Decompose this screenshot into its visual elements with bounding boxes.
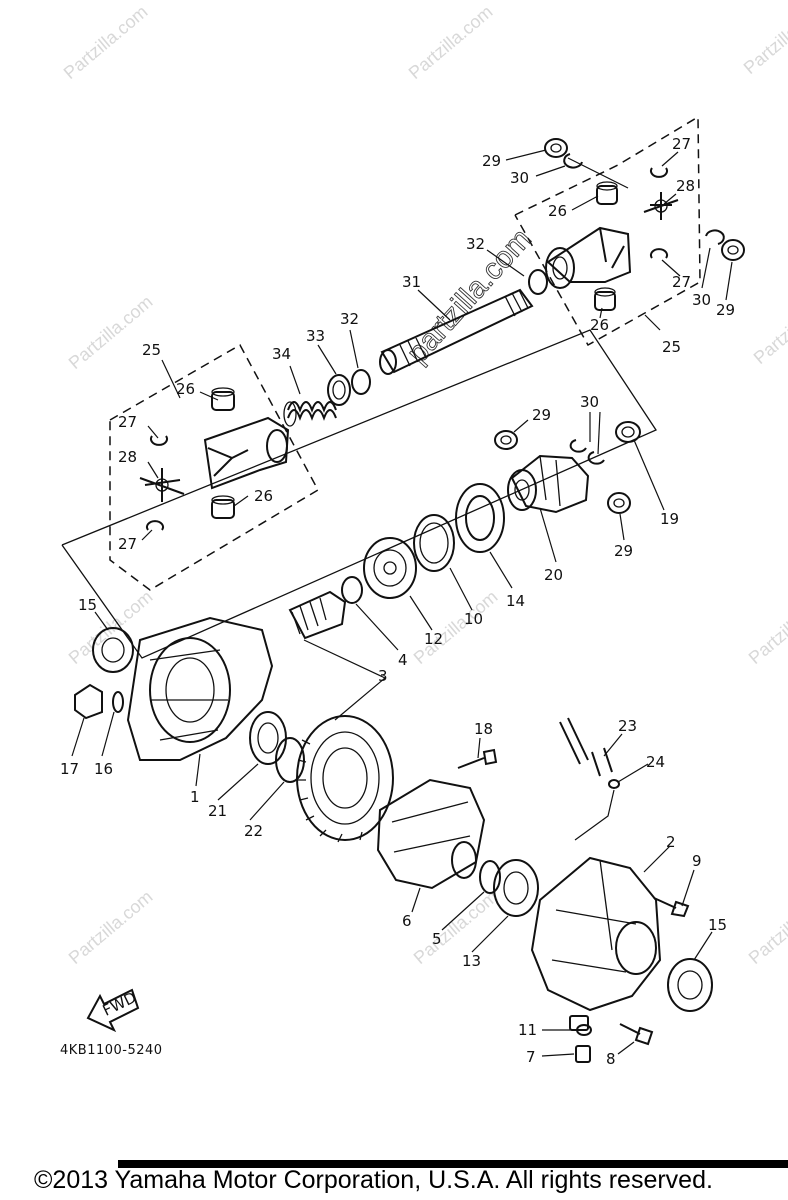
callout-30: 30 bbox=[580, 393, 599, 411]
footer-bar bbox=[118, 1160, 788, 1168]
copyright-text: ©2013 Yamaha Motor Corporation, U.S.A. A… bbox=[34, 1166, 713, 1194]
watermark: Partzilla.com bbox=[405, 2, 497, 84]
watermark: Partzilla.com bbox=[745, 887, 788, 969]
watermark: Partzilla.com bbox=[740, 0, 788, 78]
callout-30: 30 bbox=[510, 169, 529, 187]
callout-16: 16 bbox=[94, 760, 113, 778]
drive-shaft bbox=[283, 269, 548, 427]
callout-29: 29 bbox=[614, 542, 633, 560]
pinion-assembly bbox=[288, 483, 505, 640]
callout-15: 15 bbox=[708, 916, 727, 934]
callout-7: 7 bbox=[526, 1048, 536, 1066]
callout-14: 14 bbox=[506, 592, 525, 610]
callout-28: 28 bbox=[676, 177, 695, 195]
callout-1: 1 bbox=[190, 788, 200, 806]
callout-2: 2 bbox=[666, 833, 676, 851]
pinion-gear-frame bbox=[61, 329, 657, 659]
callout-19: 19 bbox=[660, 510, 679, 528]
watermark: Partzilla.com bbox=[65, 887, 157, 969]
differential-housing bbox=[376, 748, 539, 917]
callout-13: 13 bbox=[462, 952, 481, 970]
callout-24: 24 bbox=[646, 753, 665, 771]
watermark: Partzilla.com bbox=[65, 292, 157, 374]
callout-22: 22 bbox=[244, 822, 263, 840]
callout-29: 29 bbox=[532, 406, 551, 424]
callout-8: 8 bbox=[606, 1050, 616, 1068]
callout-26: 26 bbox=[254, 487, 273, 505]
callout-29: 29 bbox=[716, 301, 735, 319]
coupling-gear bbox=[494, 421, 641, 514]
watermark: Partzilla.com bbox=[410, 887, 502, 969]
diagram-code: 4KB1100-5240 bbox=[60, 1043, 163, 1058]
callout-25: 25 bbox=[662, 338, 681, 356]
callout-32: 32 bbox=[340, 310, 359, 328]
watermark: Partzilla.com bbox=[750, 287, 788, 369]
callout-17: 17 bbox=[60, 760, 79, 778]
callout-12: 12 bbox=[424, 630, 443, 648]
callout-29: 29 bbox=[482, 152, 501, 170]
callout-6: 6 bbox=[402, 912, 412, 930]
callout-3: 3 bbox=[378, 667, 388, 685]
parts-diagram: Partzilla.com Partzilla.com Partzilla.co… bbox=[60, 0, 788, 1068]
ring-gear bbox=[249, 711, 394, 843]
callout-numbers: 29 30 27 28 26 32 27 30 29 26 25 31 32 3… bbox=[60, 135, 735, 1068]
callout-20: 20 bbox=[544, 566, 563, 584]
universal-joint-front-group bbox=[109, 343, 320, 591]
callout-21: 21 bbox=[208, 802, 227, 820]
fwd-label: FWD bbox=[100, 988, 139, 1020]
callout-26: 26 bbox=[176, 380, 195, 398]
fwd-arrow: FWD bbox=[86, 988, 140, 1033]
callout-5: 5 bbox=[432, 930, 442, 948]
universal-joint-rear-group bbox=[514, 115, 745, 347]
callout-27: 27 bbox=[118, 413, 137, 431]
gear-case-rear bbox=[530, 717, 713, 1063]
callout-31: 31 bbox=[402, 273, 421, 291]
callout-26: 26 bbox=[548, 202, 567, 220]
watermark: Partzilla.com bbox=[410, 587, 502, 669]
callout-27: 27 bbox=[672, 135, 691, 153]
callout-9: 9 bbox=[692, 852, 702, 870]
watermark: Partzilla.com bbox=[745, 587, 788, 669]
callout-32: 32 bbox=[466, 235, 485, 253]
callout-33: 33 bbox=[306, 327, 325, 345]
callout-30: 30 bbox=[692, 291, 711, 309]
callout-27: 27 bbox=[672, 273, 691, 291]
callout-11: 11 bbox=[518, 1021, 537, 1039]
callout-23: 23 bbox=[618, 717, 637, 735]
callout-18: 18 bbox=[474, 720, 493, 738]
callout-25: 25 bbox=[142, 341, 161, 359]
callout-10: 10 bbox=[464, 610, 483, 628]
callout-34: 34 bbox=[272, 345, 291, 363]
watermark: Partzilla.com bbox=[60, 2, 152, 84]
callout-28: 28 bbox=[118, 448, 137, 466]
leader-lines bbox=[71, 149, 733, 1057]
callout-26: 26 bbox=[590, 316, 609, 334]
callout-27: 27 bbox=[118, 535, 137, 553]
callout-4: 4 bbox=[398, 651, 408, 669]
callout-15: 15 bbox=[78, 596, 97, 614]
footer: ©2013 Yamaha Motor Corporation, U.S.A. A… bbox=[0, 1160, 788, 1200]
gear-case-front bbox=[74, 616, 274, 761]
